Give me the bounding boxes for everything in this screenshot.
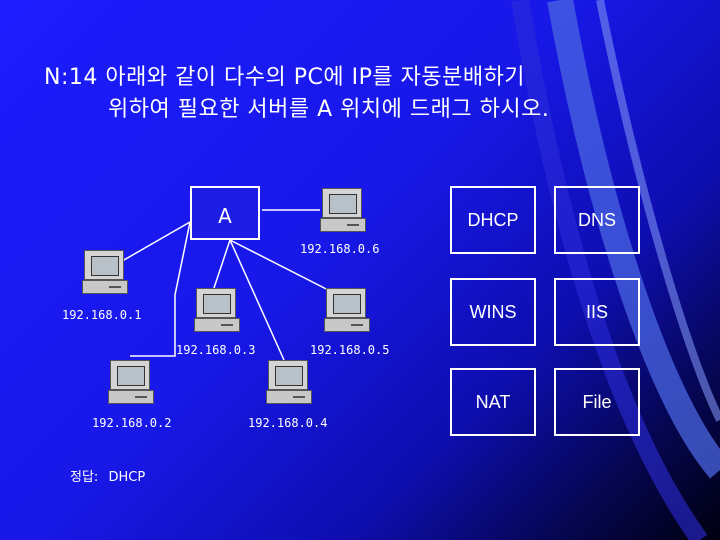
drop-target-a[interactable]: A xyxy=(190,186,260,240)
option-dns[interactable]: DNS xyxy=(554,186,640,254)
ip-label: 192.168.0.6 xyxy=(300,242,380,256)
answer-text: 정답: DHCP xyxy=(70,466,151,485)
drop-target-label: A xyxy=(218,204,232,228)
option-wins[interactable]: WINS xyxy=(450,278,536,346)
computer-icon xyxy=(266,360,312,406)
answer-value: DHCP xyxy=(108,470,146,485)
ip-label: 192.168.0.3 xyxy=(176,343,256,357)
ip-label: 192.168.0.1 xyxy=(62,308,142,322)
question-text: N:14 아래와 같이 다수의 PC에 IP를 자동분배하기 위하여 필요한 서… xyxy=(44,62,704,126)
computer-icon xyxy=(82,250,128,296)
question-line-1: N:14 아래와 같이 다수의 PC에 IP를 자동분배하기 xyxy=(44,65,526,90)
question-line-2: 위하여 필요한 서버를 A 위치에 드래그 하시오. xyxy=(108,97,550,122)
computer-icon xyxy=(324,288,370,334)
option-nat[interactable]: NAT xyxy=(450,368,536,436)
option-iis[interactable]: IIS xyxy=(554,278,640,346)
ip-label: 192.168.0.2 xyxy=(92,416,172,430)
option-dhcp[interactable]: DHCP xyxy=(450,186,536,254)
option-file[interactable]: File xyxy=(554,368,640,436)
computer-icon xyxy=(108,360,154,406)
answer-label: 정답: xyxy=(70,470,99,485)
computer-icon xyxy=(320,188,366,234)
ip-label: 192.168.0.4 xyxy=(248,416,328,430)
ip-label: 192.168.0.5 xyxy=(310,343,390,357)
computer-icon xyxy=(194,288,240,334)
